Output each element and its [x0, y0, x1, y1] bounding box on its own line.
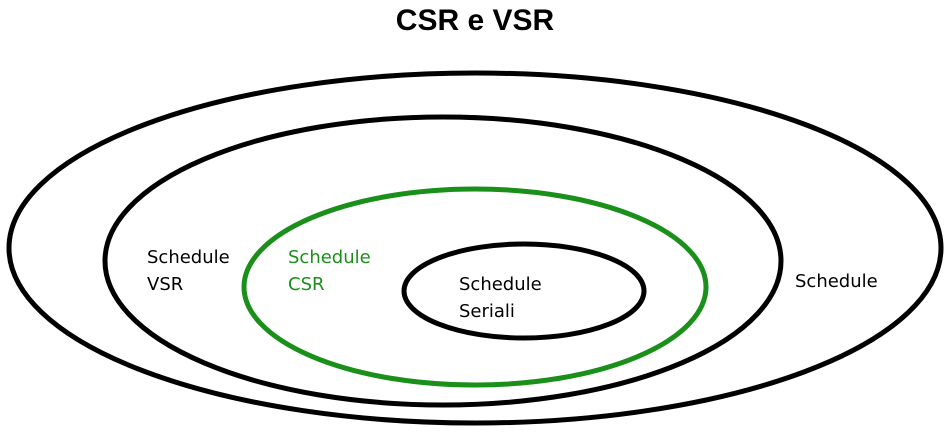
ellipse-vsr	[102, 114, 784, 408]
label-schedule: Schedule	[795, 271, 878, 292]
ellipse-schedule	[6, 70, 944, 426]
ellipse-seriali	[401, 241, 647, 341]
label-vsr-line2: VSR	[147, 274, 183, 295]
ellipse-csr	[241, 186, 709, 388]
diagram-title: CSR e VSR	[396, 4, 555, 37]
label-vsr-line1: Schedule	[147, 247, 230, 268]
label-seriali-line2: Seriali	[459, 301, 515, 322]
label-csr-line2: CSR	[288, 274, 325, 295]
label-seriali-line1: Schedule	[459, 274, 542, 295]
label-csr-line1: Schedule	[288, 247, 371, 268]
